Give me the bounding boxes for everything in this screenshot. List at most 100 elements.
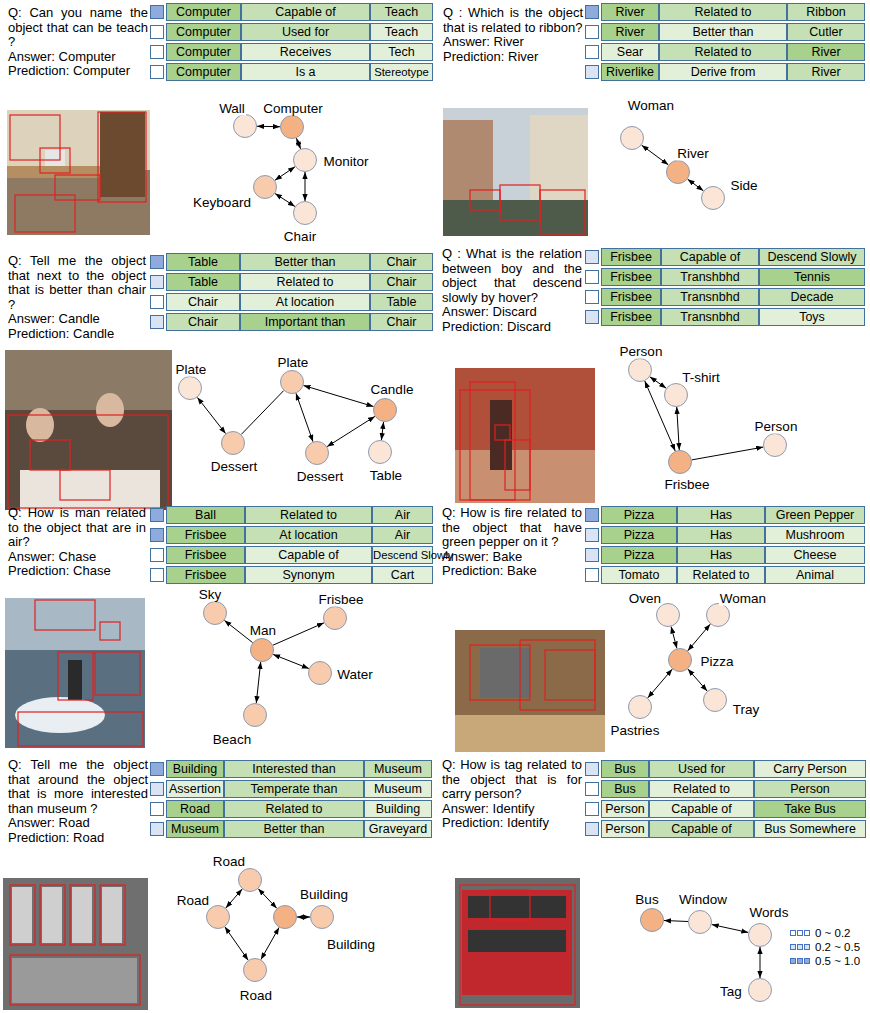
triple-cell: Capable of [241,3,370,21]
triple-cell: Better than [659,23,787,41]
score-box [150,315,164,329]
cell-text: Museum [374,782,422,796]
triple-cell: Table [166,273,240,291]
photo-building [102,887,122,943]
photo-building [530,115,588,200]
cell-text: Toys [799,310,825,324]
legend-row: 0 ~ 0.2 [790,926,868,940]
triple-cell: Capable of [649,820,754,838]
triple-cell: Museum [364,780,432,798]
triple-cell: Computer [166,23,241,41]
score-box [150,568,164,582]
cell-text: Related to [695,5,752,19]
cell-text: Museum [374,762,422,776]
cell-text: Decade [790,290,833,304]
cell-text: At location [276,295,334,309]
score-box [150,762,164,776]
detection-box [60,470,110,500]
node-label: Building [299,887,349,902]
photo-table [20,470,160,510]
photo-water [443,200,588,236]
graph-node: Computer [280,115,304,139]
photo-bus [462,890,572,995]
detection-box [35,600,95,630]
detection-box [40,885,65,945]
cell-text: Air [395,508,410,522]
triple-cell: Computer [166,3,241,21]
answer-text: Answer: Road [8,816,148,831]
cell-text: Sear [617,45,643,59]
node-label: Beach [212,732,252,747]
cell-text: Interested than [252,762,335,776]
cell-text: Pizza [624,528,655,542]
prediction-text: Prediction: Discard [442,320,582,335]
cell-text: Related to [280,508,337,522]
triple-cell: Cart [372,566,433,584]
aerial-photo [3,878,148,1010]
cell-text: Air [395,528,410,542]
photo-building [72,887,92,943]
cell-text: Capable of [680,250,740,264]
graph-edge [225,927,248,960]
graph-edge [226,889,242,908]
qa-block: Q: How is tag related to the object that… [442,758,582,831]
cell-text: Graveyard [369,822,427,836]
graph-node: Plate [280,370,304,394]
photo-window [468,896,566,918]
detection-boxes [18,600,143,746]
cell-text: Frisbee [610,290,652,304]
graph-node: River [666,160,690,184]
triple-cell: Building [166,760,224,778]
detection-box [470,382,515,500]
triple-cell: Table [370,293,433,311]
triple-cell: Ball [166,506,245,524]
frisbee-photo [455,368,595,503]
swatch-square [797,944,803,950]
triple-cell: Decade [759,288,865,306]
node-label: Computer [262,101,323,116]
answer-text: Answer: Discard [442,305,582,320]
cell-text: Capable of [671,802,731,816]
legend-swatch [790,958,811,965]
legend-swatch [790,944,811,951]
graph-edge [677,407,680,450]
triple-cell: Mushroom [765,526,865,544]
cell-text: Frisbee [610,310,652,324]
graph-node: Chair [293,201,317,225]
triple-cell: Related to [240,273,370,291]
triple-cell: Teach [370,23,433,41]
score-box [150,802,164,816]
detection-box [545,650,595,700]
qa-block: Q : Which is the object that is related … [443,6,583,64]
cell-text: Frisbee [610,250,652,264]
triple-cell: Chair [370,313,433,331]
triple-cell: Capable of [649,800,754,818]
node-label: Sky [198,587,223,602]
prediction-text: Prediction: Bake [442,564,582,579]
swatch-square [790,944,796,950]
detection-box [10,885,35,945]
graph-node: Pizza [668,648,692,672]
photo-shelf [100,112,145,197]
triple-cell: River [601,23,659,41]
cell-text: Road [180,802,210,816]
cell-text: Pizza [624,508,655,522]
cell-text: Chair [387,315,417,329]
answer-text: Answer: Candle [8,312,146,327]
triple-cell: Descend Slowly [759,248,865,266]
triple-cell: Chair [370,253,433,271]
cell-text: Teach [385,25,418,39]
node-label: Plate [277,355,310,370]
triple-cell: Chair [166,313,240,331]
cell-text: Capable of [671,822,731,836]
triple-cell: Related to [224,800,364,818]
triple-cell: Bus [601,760,649,778]
cell-text: Descend Slowly [768,250,857,264]
photo-monitor [45,150,65,166]
detection-box [460,390,530,500]
graph-edge [197,397,225,433]
triple-cell: Road [166,800,224,818]
cell-text: River [615,25,644,39]
graph-edge [692,447,763,460]
